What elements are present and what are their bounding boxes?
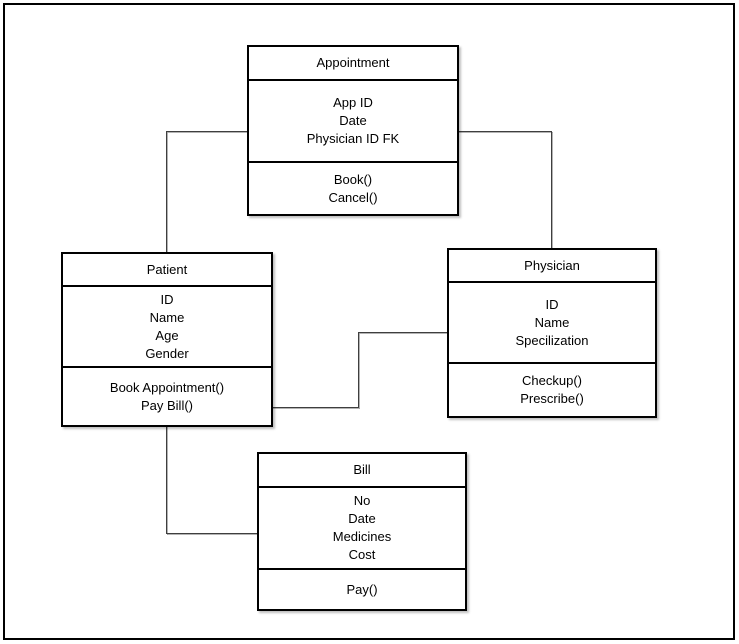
class-methods-bill: Pay() [259, 570, 465, 609]
attribute-label: Medicines [332, 529, 392, 544]
class-methods-physician: Checkup() Prescribe() [449, 364, 655, 416]
class-name-label: Patient [146, 261, 188, 277]
attribute-label: Age [155, 327, 179, 343]
connector-patient-physician-segment-upper [358, 332, 447, 333]
class-box-patient: Patient ID Name Age Gender Book Appointm… [61, 252, 273, 427]
method-label: Book Appointment() [109, 379, 225, 395]
class-attributes-appointment: App ID Date Physician ID FK [249, 81, 457, 163]
method-label: Cancel() [328, 189, 378, 205]
attribute-label: ID [160, 291, 174, 307]
attribute-label: Name [149, 309, 185, 325]
method-label: Pay Bill() [140, 397, 193, 413]
class-attributes-bill: No Date Medicines Cost [259, 488, 465, 570]
class-title-patient: Patient [63, 254, 271, 287]
attribute-label: Date [339, 113, 367, 128]
class-title-bill: Bill [259, 454, 465, 488]
connector-appointment-physician-vertical [551, 131, 552, 248]
connector-patient-physician-segment-lower [272, 407, 359, 408]
connector-patient-appointment-vertical [166, 131, 167, 252]
attribute-label: Specilization [515, 332, 589, 348]
class-title-physician: Physician [449, 250, 655, 283]
connector-patient-appointment-horizontal [166, 131, 248, 132]
attribute-label: Physician ID FK [306, 131, 400, 146]
class-name-label: Appointment [316, 55, 390, 70]
method-label: Pay() [346, 581, 378, 597]
class-box-bill: Bill No Date Medicines Cost Pay() [257, 452, 467, 611]
method-label: Book() [333, 171, 373, 187]
class-methods-appointment: Book() Cancel() [249, 163, 457, 214]
connector-patient-bill-horizontal [166, 533, 257, 534]
outer-border [3, 3, 735, 640]
attribute-label: Name [534, 314, 570, 330]
class-name-label: Physician [524, 257, 580, 273]
connector-patient-bill-vertical [166, 426, 167, 534]
class-box-appointment: Appointment App ID Date Physician ID FK … [247, 45, 459, 216]
class-attributes-patient: ID Name Age Gender [63, 287, 271, 368]
class-title-appointment: Appointment [249, 47, 457, 81]
class-methods-patient: Book Appointment() Pay Bill() [63, 368, 271, 425]
attribute-label: ID [545, 296, 559, 312]
attribute-label: No [353, 493, 371, 508]
connector-patient-physician-segment-vertical [358, 332, 359, 408]
attribute-label: Gender [145, 345, 189, 361]
attribute-label: Cost [348, 547, 376, 562]
class-name-label: Bill [353, 462, 371, 477]
attribute-label: Date [348, 511, 376, 526]
class-box-physician: Physician ID Name Specilization Checkup(… [447, 248, 657, 418]
method-label: Prescribe() [520, 391, 584, 406]
class-attributes-physician: ID Name Specilization [449, 283, 655, 364]
attribute-label: App ID [333, 95, 373, 110]
method-label: Checkup() [522, 373, 582, 388]
connector-appointment-physician-horizontal [458, 131, 552, 132]
